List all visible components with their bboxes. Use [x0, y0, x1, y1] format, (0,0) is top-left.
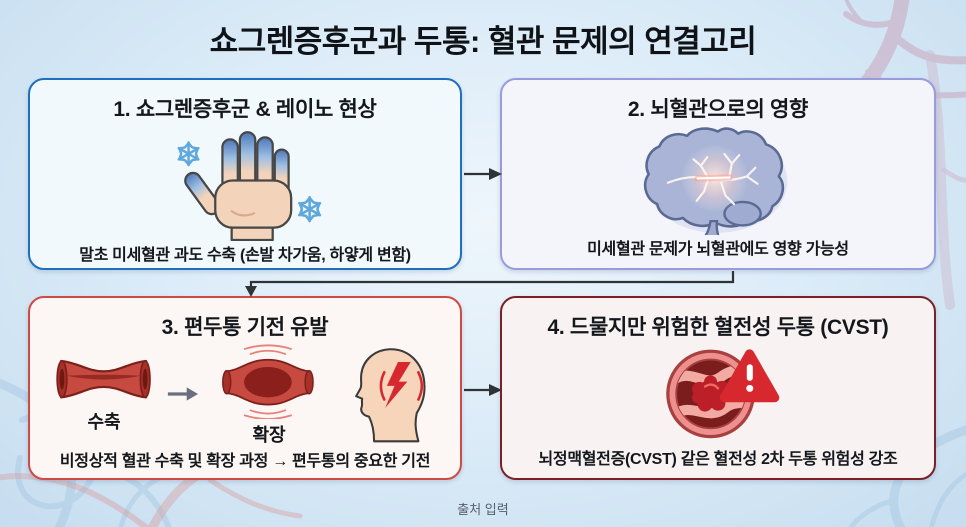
arrow-box3-to-box4 [464, 384, 502, 396]
constriction-label: 수축 [87, 412, 121, 432]
snowflake-icon [176, 141, 201, 167]
vessel-thrombus-icon [666, 349, 780, 439]
box4-title: 4. 드물지만 위험한 혈전성 두통 (CVST) [547, 316, 889, 339]
box-sjogren-raynaud: 1. 쇼그렌증후군 & 레이노 현상 [28, 78, 462, 270]
box2-title: 2. 뇌혈관으로의 영향 [627, 98, 809, 121]
box-migraine-mechanism: 3. 편두통 기전 유발 수축 [28, 296, 462, 480]
constricted-vessel-icon [56, 359, 151, 399]
box1-title: 1. 쇼그렌증후군 & 레이노 현상 [113, 98, 377, 121]
transition-arrow-icon [167, 387, 198, 401]
box3-caption: 비정상적 혈관 수축 및 확장 과정 → 편두통의 중요한 기전 [59, 453, 431, 470]
box3-title: 3. 편두통 기전 유발 [161, 316, 329, 339]
arrow-box1-to-box2 [464, 168, 502, 180]
box1-caption: 말초 미세혈관 과도 수축 (손발 차가움, 하얗게 변함) [79, 247, 411, 264]
brain-vessels-icon [643, 127, 788, 235]
thrombus-clot [692, 375, 730, 412]
snowflake-icon [296, 196, 323, 223]
cold-hand-icon [176, 131, 323, 241]
box4-caption: 뇌정맥혈전증(CVST) 같은 혈전성 2차 두통 위험성 강조 [538, 451, 898, 468]
dilated-vessel-icon [222, 344, 314, 419]
migraine-head-icon [355, 348, 426, 443]
source-input-placeholder[interactable]: 출처 입력 [457, 502, 509, 517]
box-cvst-warning: 4. 드물지만 위험한 혈전성 두통 (CVST) [500, 296, 936, 480]
box-brain-vessels: 2. 뇌혈관으로의 영향 [500, 78, 936, 270]
warning-triangle-icon [719, 349, 780, 403]
page-title: 쇼그렌증후군과 두통: 혈관 문제의 연결고리 [209, 24, 757, 59]
arrow-box2-to-box3 [245, 271, 735, 297]
dilation-label: 확장 [252, 425, 286, 445]
box2-caption: 미세혈관 문제가 뇌혈관에도 영향 가능성 [587, 241, 849, 258]
